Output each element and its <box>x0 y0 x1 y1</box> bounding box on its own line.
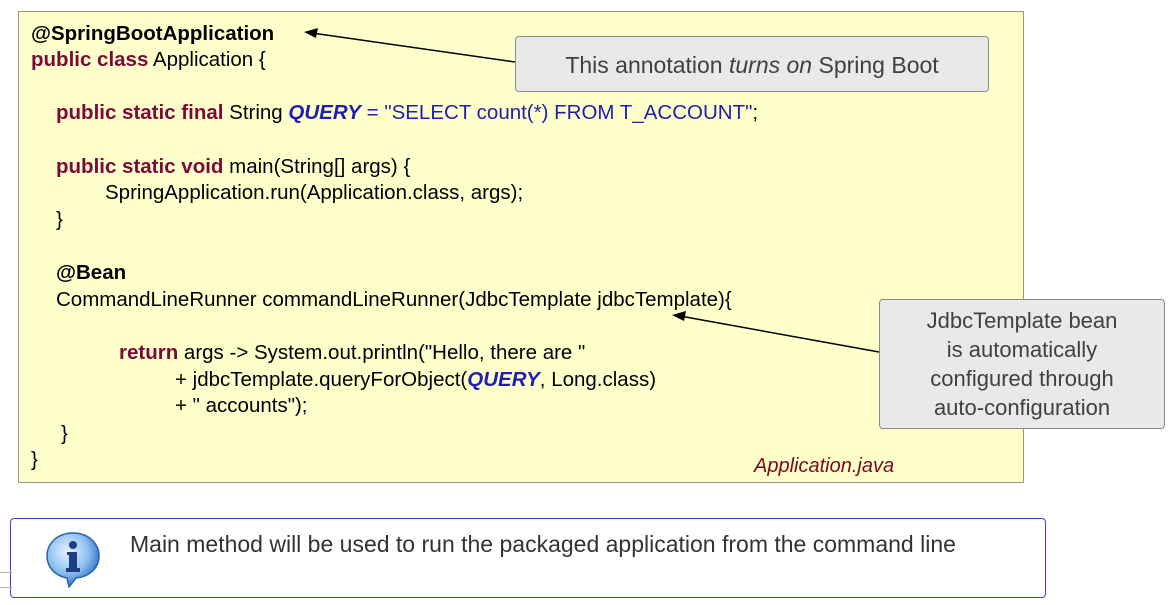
annotation-callout-post: Spring Boot <box>812 52 939 78</box>
jdbc-callout-line-2: is automatically <box>946 337 1098 362</box>
runner-close-brace: } <box>61 422 68 445</box>
class-declaration: public class Application { <box>31 48 266 72</box>
info-icon <box>46 532 100 588</box>
query-string: "SELECT count(*) FROM T_ACCOUNT" <box>384 101 753 124</box>
query-constant-line: public static final String QUERY = "SELE… <box>56 101 758 125</box>
query-call-prefix: + jdbcTemplate.queryForObject( <box>175 368 468 391</box>
edge-mark <box>0 572 12 588</box>
annotation-callout-emphasis: turns on <box>728 52 813 78</box>
return-expression: args -> System.out.println("Hello, there… <box>178 341 586 364</box>
annotation-callout-pre: This annotation <box>565 52 729 78</box>
query-equals: = <box>360 101 385 124</box>
class-close-brace: } <box>31 448 38 471</box>
query-call-constant: QUERY <box>467 368 540 391</box>
jdbc-callout-line-3: configured through <box>930 366 1114 391</box>
main-signature: main(String[] args) { <box>223 155 411 178</box>
query-name: QUERY <box>288 101 361 124</box>
info-box: Main method will be used to run the pack… <box>10 518 1046 598</box>
query-semicolon: ; <box>752 101 759 124</box>
accounts-line: + " accounts"); <box>175 394 308 417</box>
main-modifiers: public static void <box>56 155 224 178</box>
bean-annotation: @Bean <box>56 261 127 284</box>
class-name: Application { <box>148 48 266 71</box>
jdbc-callout-line-1: JdbcTemplate bean <box>926 308 1118 333</box>
query-call-suffix: , Long.class) <box>539 368 657 391</box>
command-line-runner-line: CommandLineRunner commandLineRunner(Jdbc… <box>56 288 732 311</box>
main-close-brace: } <box>56 208 63 231</box>
info-text: Main method will be used to run the pack… <box>130 531 956 557</box>
filename-label: Application.java <box>754 455 895 477</box>
spring-run-line: SpringApplication.run(Application.class,… <box>105 181 524 204</box>
return-line: return args -> System.out.println("Hello… <box>119 341 585 365</box>
query-call-line: + jdbcTemplate.queryForObject(QUERY, Lon… <box>175 368 656 392</box>
main-method-line: public static void main(String[] args) { <box>56 155 410 179</box>
return-keyword: return <box>119 341 179 364</box>
jdbc-callout: JdbcTemplate bean is automatically confi… <box>879 299 1165 429</box>
query-modifiers: public static final <box>56 101 224 124</box>
query-type: String <box>223 101 289 124</box>
springbootapplication-annotation: @SpringBootApplication <box>31 22 275 45</box>
class-keyword: public class <box>31 48 149 71</box>
annotation-callout: This annotation turns on Spring Boot <box>515 36 989 92</box>
jdbc-callout-line-4: auto-configuration <box>933 395 1111 420</box>
